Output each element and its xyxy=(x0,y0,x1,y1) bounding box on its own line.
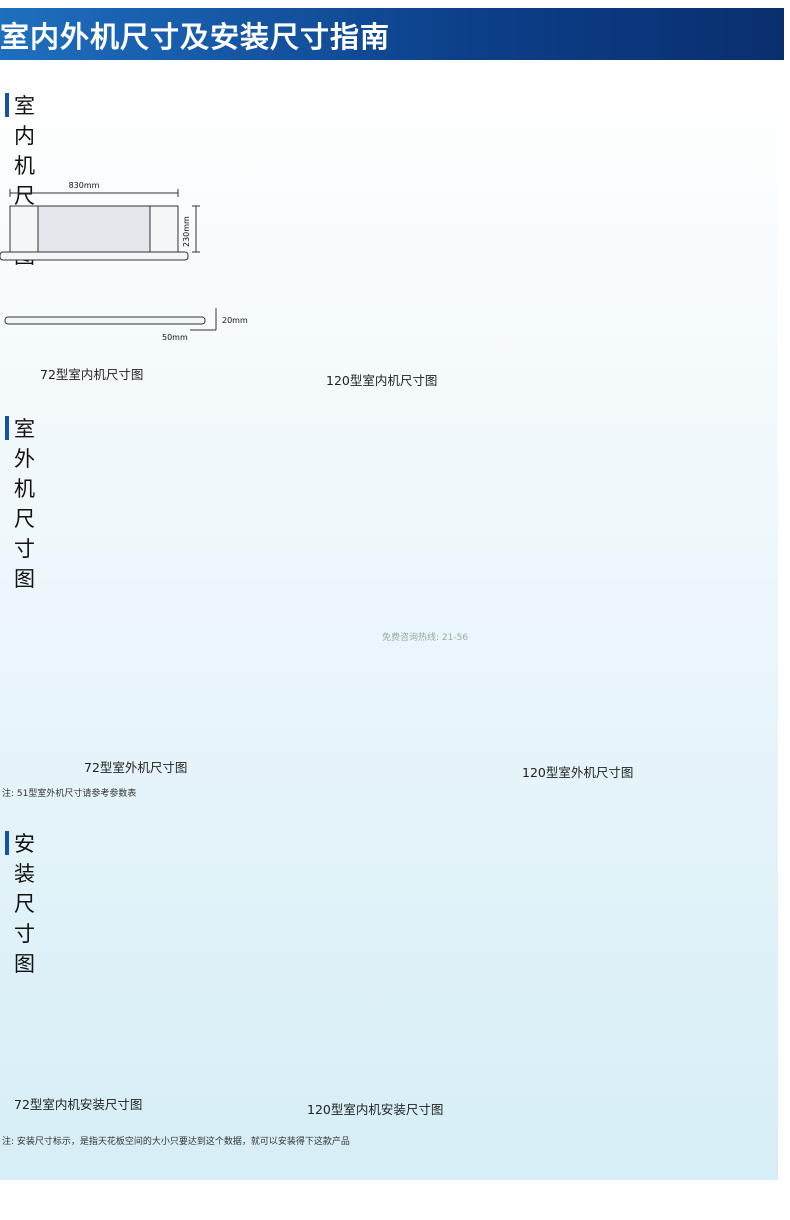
watermark: 免费咨询热线: 21-56 xyxy=(382,633,469,643)
section-marker xyxy=(5,93,9,117)
dim-label: 20mm xyxy=(222,316,248,325)
title-bar: 室内外机尺寸及安装尺寸指南 xyxy=(0,8,784,60)
note-outdoor: 注: 51型室外机尺寸请参考参数表 xyxy=(2,789,137,799)
note-install: 注: 安装尺寸标示，是指天花板空间的大小只要达到这个数据，就可以安装得下这款产品 xyxy=(2,1137,350,1147)
indoor-72-front-view xyxy=(0,189,200,261)
dim-label: 830mm xyxy=(69,181,100,190)
section-install-title: 安装尺寸图 xyxy=(14,832,35,976)
page-title: 室内外机尺寸及安装尺寸指南 xyxy=(0,20,391,54)
caption-outdoor-120: 120型室外机尺寸图 xyxy=(522,765,634,780)
caption-indoor-72: 72型室内机尺寸图 xyxy=(40,367,144,382)
caption-install-120: 120型室内机安装尺寸图 xyxy=(307,1102,444,1117)
section-outdoor-title: 室外机尺寸图 xyxy=(14,417,35,591)
section-marker xyxy=(5,416,9,440)
indoor-72-side-view xyxy=(4,308,217,331)
section-marker xyxy=(5,831,9,855)
caption-outdoor-72: 72型室外机尺寸图 xyxy=(84,760,188,775)
dim-label: 230mm xyxy=(182,216,191,247)
caption-install-72: 72型室内机安装尺寸图 xyxy=(14,1097,143,1112)
dim-label: 50mm xyxy=(162,333,188,342)
caption-indoor-120: 120型室内机尺寸图 xyxy=(326,373,438,388)
